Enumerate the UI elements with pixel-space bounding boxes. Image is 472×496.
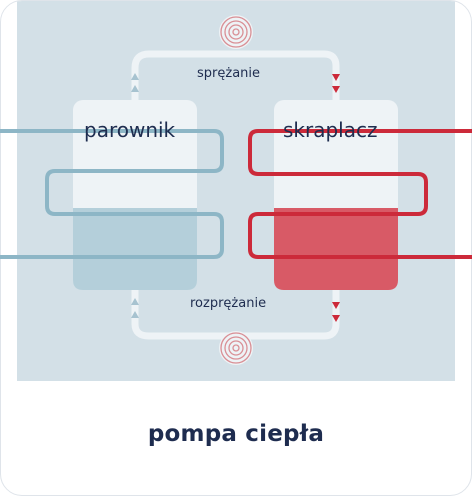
up-arrows-top-left [131, 73, 139, 92]
evaporator-label: parownik [84, 118, 176, 142]
condenser [248, 100, 472, 290]
compressor-icon [219, 15, 253, 49]
page-title: pompa ciepła [147, 421, 325, 447]
expansion-label: rozprężanie [190, 296, 267, 311]
up-arrows-bottom-left [131, 298, 139, 318]
condenser-coil [248, 129, 472, 259]
condenser-label: skraplacz [283, 118, 378, 142]
evaporator-coil [0, 129, 224, 259]
down-arrows-top-right [332, 74, 340, 93]
evaporator [0, 100, 224, 290]
compression-label: sprężanie [197, 66, 261, 81]
expansion-valve-icon [219, 331, 253, 365]
down-arrows-bottom-right [332, 302, 340, 322]
